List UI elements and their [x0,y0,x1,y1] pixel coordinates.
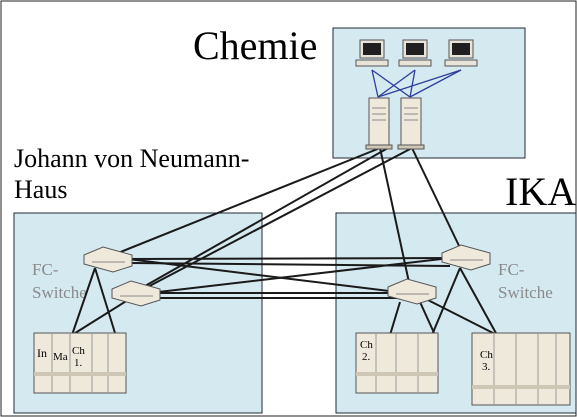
storage-cabinet-jvn-icon [33,332,127,394]
fc-switch-ika-1-icon [441,244,491,271]
storage-cabinet-ika-2-icon [355,332,439,394]
fc-switch-label-right-2: Switche [498,283,553,302]
lan-links [371,69,462,98]
fc-switch-label-left-1: FC- [32,260,59,279]
cabinet-ika-3-label-ch: Ch [480,349,493,361]
storage-cabinet-ika-3-icon [471,332,571,406]
fc-switch-ika-2-icon [387,278,437,305]
cabinet-ika-3-label-num: 3. [482,361,491,373]
cabinet-jvn-label-in: In [37,346,47,360]
cabinet-jvn-label-ma: Ma [53,351,68,363]
server-1-icon [365,97,393,150]
cabinet-jvn-label-1: 1. [74,357,83,369]
chemie-title: Chemie [193,23,317,68]
fc-switch-jvn-2-icon [111,280,161,307]
server-2-icon [397,97,425,150]
ika-title: IKA [505,169,576,214]
fc-switch-label-right-1: FC- [498,260,525,279]
cabinet-jvn-label-ch: Ch [72,345,85,357]
workstation-1-icon [355,39,389,67]
fc-switch-jvn-1-icon [83,246,133,273]
jvn-title-line2: Haus [14,175,67,204]
jvn-title-line1: Johann von Neumann- [14,144,249,173]
workstation-2-icon [398,39,432,67]
cabinet-ika-2-label-ch: Ch [360,339,373,351]
fc-switch-label-left-2: Switche [32,283,87,302]
workstation-3-icon [444,39,478,67]
cabinet-ika-2-label-num: 2. [362,351,371,363]
fc-links [71,147,498,336]
